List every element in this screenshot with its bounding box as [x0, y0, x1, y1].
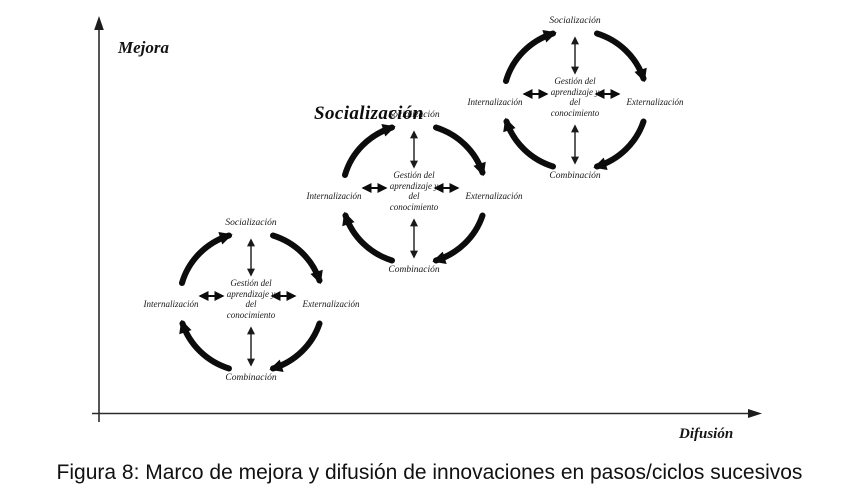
center-line-3: del [569, 97, 581, 107]
y-axis-label: Mejora [118, 38, 169, 57]
label-combinacion: Combinación [388, 265, 440, 275]
label-externalizacion: Externalización [302, 299, 360, 309]
arc-combinacion-to-internalizacion [503, 117, 556, 170]
cycle-arrows [503, 30, 647, 170]
arc-combinacion-to-internalizacion [342, 211, 395, 264]
center-line-1: Gestión del [230, 278, 272, 288]
label-internalizacion: Internalización [467, 97, 523, 107]
label-socializacion: Socialización [388, 110, 440, 120]
y-axis-arrowhead [94, 16, 104, 30]
arc-internalizacion-to-socializacion [342, 124, 396, 178]
center-line-4: conocimiento [226, 309, 276, 320]
arc-socializacion-to-externalizacion [594, 30, 647, 83]
cycle-arrows [179, 232, 323, 372]
arc-externalizacion-to-combinacion [593, 118, 647, 170]
arc-combinacion-to-internalizacion [179, 319, 232, 372]
x-axis-arrowhead [748, 409, 762, 418]
arc-internalizacion-to-socializacion [179, 232, 233, 286]
label-gestion-conocimiento: Gestión del aprendizaje y del conocimien… [467, 76, 683, 118]
center-line-1: Gestión del [554, 76, 596, 86]
label-combinacion: Combinación [549, 171, 601, 181]
x-axis-label: Difusión [679, 426, 734, 442]
label-externalizacion: Externalización [465, 191, 523, 201]
label-externalizacion: Externalización [626, 97, 684, 107]
arc-externalizacion-to-combinacion [432, 212, 486, 264]
label-internalizacion: Internalización [143, 299, 199, 309]
socializacion-highlight-label: Socialización [314, 103, 424, 124]
center-line-3: del [408, 191, 420, 201]
seci-cycle-3: Socialización Internalización Externaliz… [467, 16, 684, 184]
center-line-2: aprendizaje y [389, 180, 439, 191]
seci-cycle-2: Socialización Internalización Externaliz… [306, 110, 523, 278]
arc-socializacion-to-externalizacion [270, 232, 323, 285]
label-gestion-conocimiento: Gestión del aprendizaje y del conocimien… [306, 170, 522, 212]
cycle-arrows [342, 124, 486, 264]
axes [92, 16, 762, 422]
center-line-4: conocimiento [389, 201, 439, 212]
center-line-2: aprendizaje y [226, 288, 276, 299]
center-line-2: aprendizaje y [550, 86, 600, 97]
figure-caption: Figura 8: Marco de mejora y difusión de … [56, 461, 803, 484]
arc-internalizacion-to-socializacion [503, 30, 557, 84]
center-line-1: Gestión del [393, 170, 435, 180]
arc-socializacion-to-externalizacion [433, 124, 486, 177]
seci-cycle-1: Socialización Internalización Externaliz… [143, 218, 360, 386]
label-socializacion: Socialización [549, 16, 601, 26]
label-gestion-conocimiento: Gestión del aprendizaje y del conocimien… [143, 278, 359, 320]
center-line-4: conocimiento [550, 107, 600, 118]
label-internalizacion: Internalización [306, 191, 362, 201]
label-combinacion: Combinación [225, 373, 277, 383]
arc-externalizacion-to-combinacion [269, 320, 323, 372]
center-line-3: del [245, 299, 257, 309]
label-socializacion: Socialización [225, 218, 277, 228]
